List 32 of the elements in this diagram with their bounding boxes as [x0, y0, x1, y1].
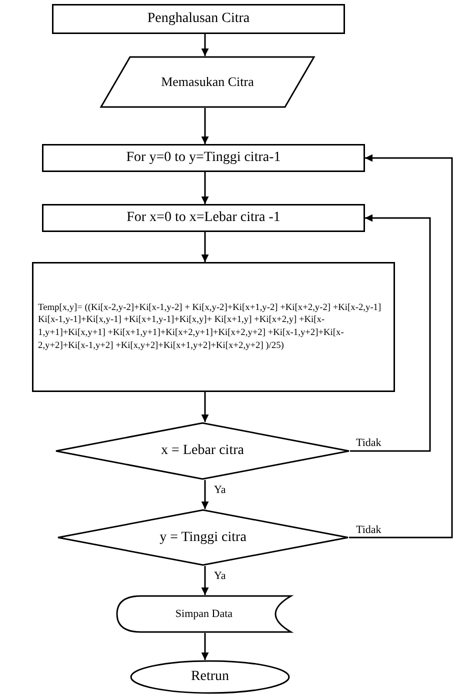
node-label: y = Tinggi citra — [160, 530, 246, 546]
node-label: Simpan Data — [175, 608, 233, 620]
arrow — [201, 108, 209, 144]
input-parallelogram — [100, 56, 315, 108]
node-label: Penghalusan Citra — [147, 11, 250, 27]
process-box — [42, 204, 365, 232]
edge-label: Tidak — [355, 437, 382, 450]
node-label: Memasukan Citra — [161, 74, 254, 90]
process-box — [32, 262, 395, 392]
arrow — [201, 392, 209, 422]
node-label: x = Lebar citra — [161, 443, 244, 459]
edge-label: Tidak — [355, 524, 382, 536]
arrow — [201, 172, 209, 204]
arrow — [349, 154, 453, 538]
arrow — [201, 633, 209, 660]
arrow — [201, 34, 209, 56]
decision-diamond — [55, 422, 350, 480]
node-label: For x=0 to x=Lebar citra -1 — [126, 210, 280, 226]
arrow — [201, 566, 209, 595]
edge-label: Ya — [213, 570, 227, 582]
arrow — [201, 232, 209, 262]
process-box — [42, 144, 365, 172]
process-box — [52, 4, 345, 34]
node-label: For y=0 to y=Tinggi citra-1 — [126, 150, 281, 166]
formula-text: Temp[x,y]= ((Ki[x-2,y-2]+Ki[x-1,y-2] + Ki[x,y-2]+Ki[x+1,y-2] +Ki[x+2,y-2] +Ki[x-2,y-1] Ki[x-1,y-1]+Ki[x,y-1] +Ki[x+1,y-1]+Ki[x,y]+ Ki[x+1,y] +Ki[x+2,y] +Ki[x-1,y+1]+Ki[x,y+1] +Ki[x+1,y+1]+Ki[x+2,y+1]+Ki[x+2,y+2] +Ki[x-1,y+2]+Ki[x-2,y+2]+Ki[x-1,y+2] +Ki[x,y+2]+Ki[x+1,y+2]+Ki[x+2,y+2] )/25) — [38, 302, 382, 352]
terminator-ellipse — [130, 660, 290, 694]
edge-label: Ya — [213, 484, 227, 496]
decision-diamond — [57, 509, 349, 566]
arrow — [201, 480, 209, 509]
stored-data-shape — [116, 595, 292, 633]
node-label: Retrun — [190, 669, 230, 685]
arrow — [350, 214, 431, 452]
